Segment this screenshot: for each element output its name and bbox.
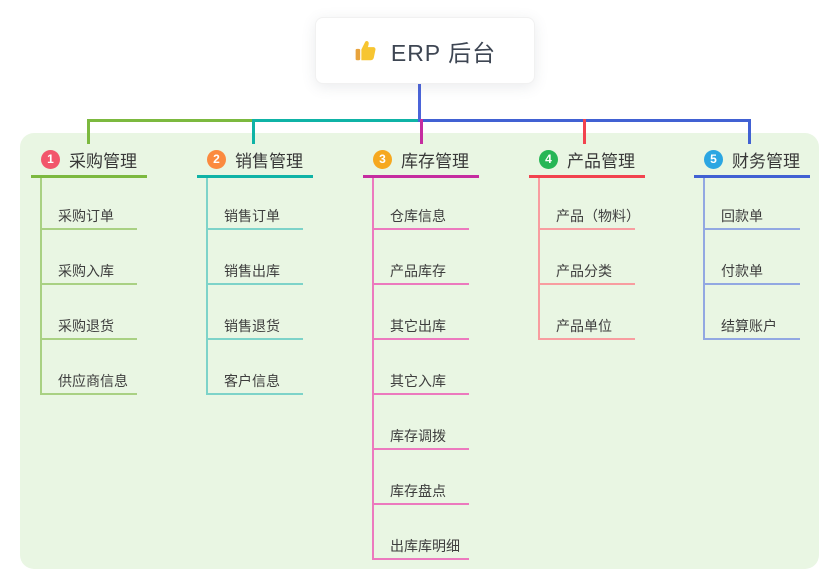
child-connector [703, 228, 800, 230]
children-spine [538, 178, 540, 340]
child-node[interactable]: 采购退货 [58, 318, 114, 334]
child-connector [40, 283, 137, 285]
child-connector [206, 228, 303, 230]
child-connector [40, 228, 137, 230]
branch-topic-2[interactable]: 2 销售管理 [207, 148, 303, 171]
topic-label: 产品管理 [567, 151, 635, 171]
topic-label: 销售管理 [235, 151, 303, 171]
child-connector [372, 558, 469, 560]
child-connector [372, 283, 469, 285]
thumbs-up-icon [355, 40, 376, 60]
branch-drop-connector [748, 119, 751, 144]
child-node[interactable]: 回款单 [721, 208, 763, 224]
children-spine [40, 178, 42, 395]
topic-number-badge: 3 [373, 149, 392, 169]
child-node[interactable]: 采购入库 [58, 263, 114, 279]
child-connector [538, 338, 635, 340]
child-node[interactable]: 销售退货 [224, 318, 280, 334]
topic-number-badge: 4 [539, 149, 558, 169]
root-title: ERP 后台 [390, 39, 497, 66]
child-connector [206, 338, 303, 340]
child-node[interactable]: 其它入库 [390, 373, 446, 389]
topic-underline [694, 175, 810, 178]
topic-underline [31, 175, 147, 178]
child-connector [538, 228, 635, 230]
child-node[interactable]: 其它出库 [390, 318, 446, 334]
child-connector [372, 448, 469, 450]
mindmap-panel [20, 133, 819, 569]
branch-drop-connector [87, 119, 90, 144]
child-connector [372, 228, 469, 230]
branch-drop-connector [420, 119, 423, 144]
child-connector [206, 393, 303, 395]
topic-underline [363, 175, 479, 178]
child-connector [703, 283, 800, 285]
branch-drop-connector [252, 119, 255, 144]
topic-label: 财务管理 [732, 151, 800, 171]
child-connector [372, 393, 469, 395]
child-node[interactable]: 付款单 [721, 263, 763, 279]
branch-topic-5[interactable]: 5 财务管理 [704, 148, 800, 171]
child-node[interactable]: 产品（物料） [556, 208, 640, 224]
child-node[interactable]: 客户信息 [224, 373, 280, 389]
child-node[interactable]: 采购订单 [58, 208, 114, 224]
child-connector [40, 393, 137, 395]
children-spine [703, 178, 705, 340]
connector-bus [252, 119, 421, 122]
child-connector [372, 503, 469, 505]
connector-bus [87, 119, 253, 122]
child-connector [372, 338, 469, 340]
topic-underline [197, 175, 313, 178]
topic-number-badge: 2 [207, 149, 226, 169]
branch-topic-3[interactable]: 3 库存管理 [373, 148, 469, 171]
child-node[interactable]: 库存盘点 [390, 483, 446, 499]
children-spine [372, 178, 374, 560]
child-connector [538, 283, 635, 285]
child-connector [206, 283, 303, 285]
child-node[interactable]: 销售订单 [224, 208, 280, 224]
child-connector [703, 338, 800, 340]
root-node[interactable]: ERP 后台 [315, 17, 535, 84]
child-node[interactable]: 供应商信息 [58, 373, 128, 389]
child-node[interactable]: 产品分类 [556, 263, 612, 279]
child-node[interactable]: 仓库信息 [390, 208, 446, 224]
child-node[interactable]: 库存调拨 [390, 428, 446, 444]
child-node[interactable]: 销售出库 [224, 263, 280, 279]
topic-label: 采购管理 [69, 151, 137, 171]
root-connector [418, 84, 421, 122]
branch-drop-connector [583, 119, 586, 144]
child-node[interactable]: 产品单位 [556, 318, 612, 334]
child-node[interactable]: 产品库存 [390, 263, 446, 279]
topic-number-badge: 5 [704, 149, 723, 169]
topic-underline [529, 175, 645, 178]
child-connector [40, 338, 137, 340]
topic-label: 库存管理 [401, 151, 469, 171]
child-node[interactable]: 出库库明细 [390, 538, 460, 554]
branch-topic-4[interactable]: 4 产品管理 [539, 148, 635, 171]
children-spine [206, 178, 208, 395]
child-node[interactable]: 结算账户 [721, 318, 777, 334]
branch-topic-1[interactable]: 1 采购管理 [41, 148, 137, 171]
topic-number-badge: 1 [41, 149, 60, 169]
